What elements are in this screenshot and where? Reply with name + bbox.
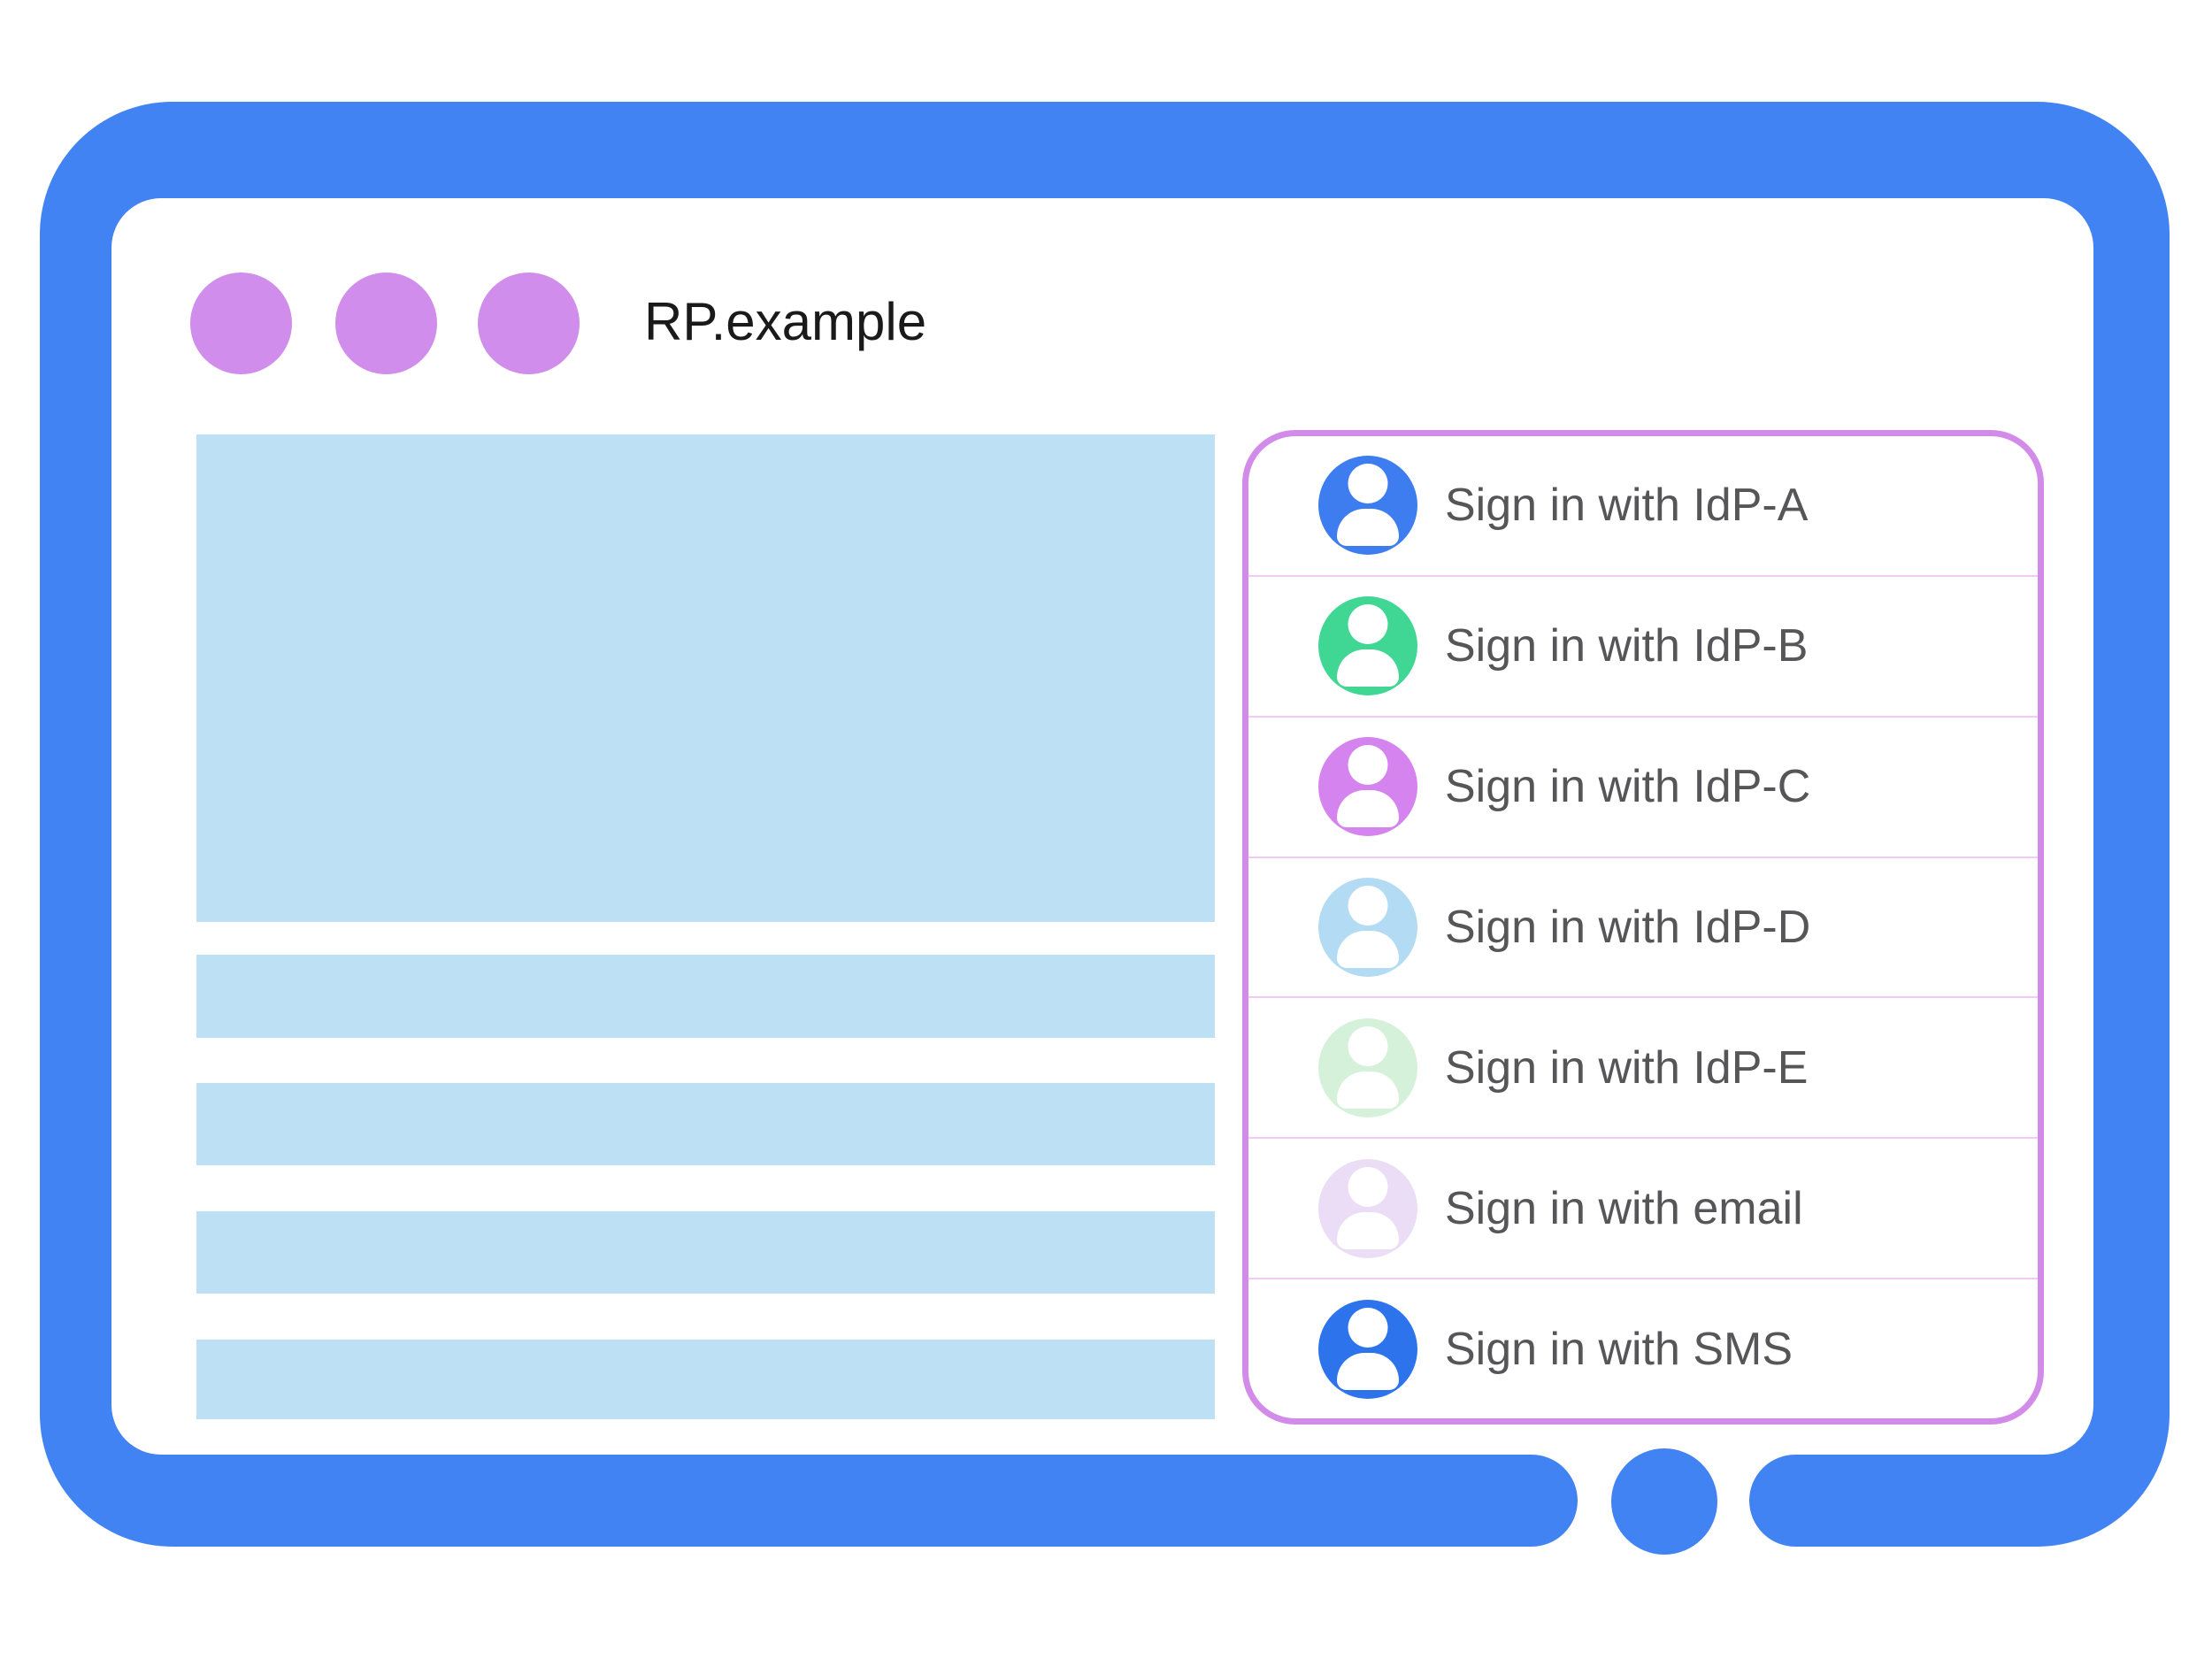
person-icon [1318,456,1417,556]
signin-option-label: Sign in with IdP-A [1445,480,1809,532]
person-icon-head [1348,1025,1388,1066]
signin-option-row[interactable]: Sign in with IdP-B [1248,574,2038,716]
signin-option-row[interactable]: Sign in with IdP-C [1248,715,2038,856]
person-icon-head [1348,604,1388,645]
person-icon [1318,878,1417,977]
content-placeholder-bar [196,955,1215,1038]
window-control-dot [478,273,580,374]
person-icon-head [1348,886,1388,926]
signin-dialog: Sign in with IdP-A Sign in with IdP-B Si… [1242,430,2044,1425]
frame-bottom-bar-left-cap [1433,1455,1578,1547]
signin-option-row[interactable]: Sign in with IdP-A [1248,436,2038,575]
signin-option-label: Sign in with IdP-B [1445,620,1809,672]
person-icon [1318,596,1417,696]
signin-option-row[interactable]: Sign in with email [1248,1137,2038,1278]
person-icon-head [1348,745,1388,786]
signin-option-label: Sign in with IdP-E [1445,1041,1809,1094]
signin-option-row[interactable]: Sign in with IdP-D [1248,856,2038,997]
content-placeholder-hero [196,434,1215,922]
signin-option-label: Sign in with IdP-D [1445,902,1811,953]
person-icon-head [1348,464,1388,504]
window-control-dot [190,273,292,374]
person-icon-head [1348,1307,1388,1348]
home-button-dot [1611,1448,1717,1555]
person-icon [1318,1158,1417,1258]
signin-option-row[interactable]: Sign in with IdP-E [1248,996,2038,1137]
person-icon [1318,737,1417,837]
signin-option-label: Sign in with SMS [1445,1323,1793,1375]
signin-option-row[interactable]: Sign in with SMS [1248,1278,2038,1418]
signin-option-label: Sign in with IdP-C [1445,761,1811,813]
frame-bottom-bar-right-cap [1749,1455,1893,1547]
person-icon-torso [1337,509,1399,547]
window-control-dot [335,273,437,374]
content-placeholder-bar [196,1083,1215,1165]
content-placeholder-bar [196,1211,1215,1294]
person-icon-torso [1337,1352,1399,1390]
site-title: RP.example [644,292,927,352]
person-icon-head [1348,1166,1388,1207]
person-icon [1318,1299,1417,1399]
person-icon-torso [1337,1211,1399,1249]
person-icon [1318,1018,1417,1118]
person-icon-torso [1337,1071,1399,1109]
person-icon-torso [1337,790,1399,828]
person-icon-torso [1337,649,1399,687]
content-placeholder-bar [196,1340,1215,1419]
person-icon-torso [1337,931,1399,968]
signin-option-label: Sign in with email [1445,1182,1803,1234]
